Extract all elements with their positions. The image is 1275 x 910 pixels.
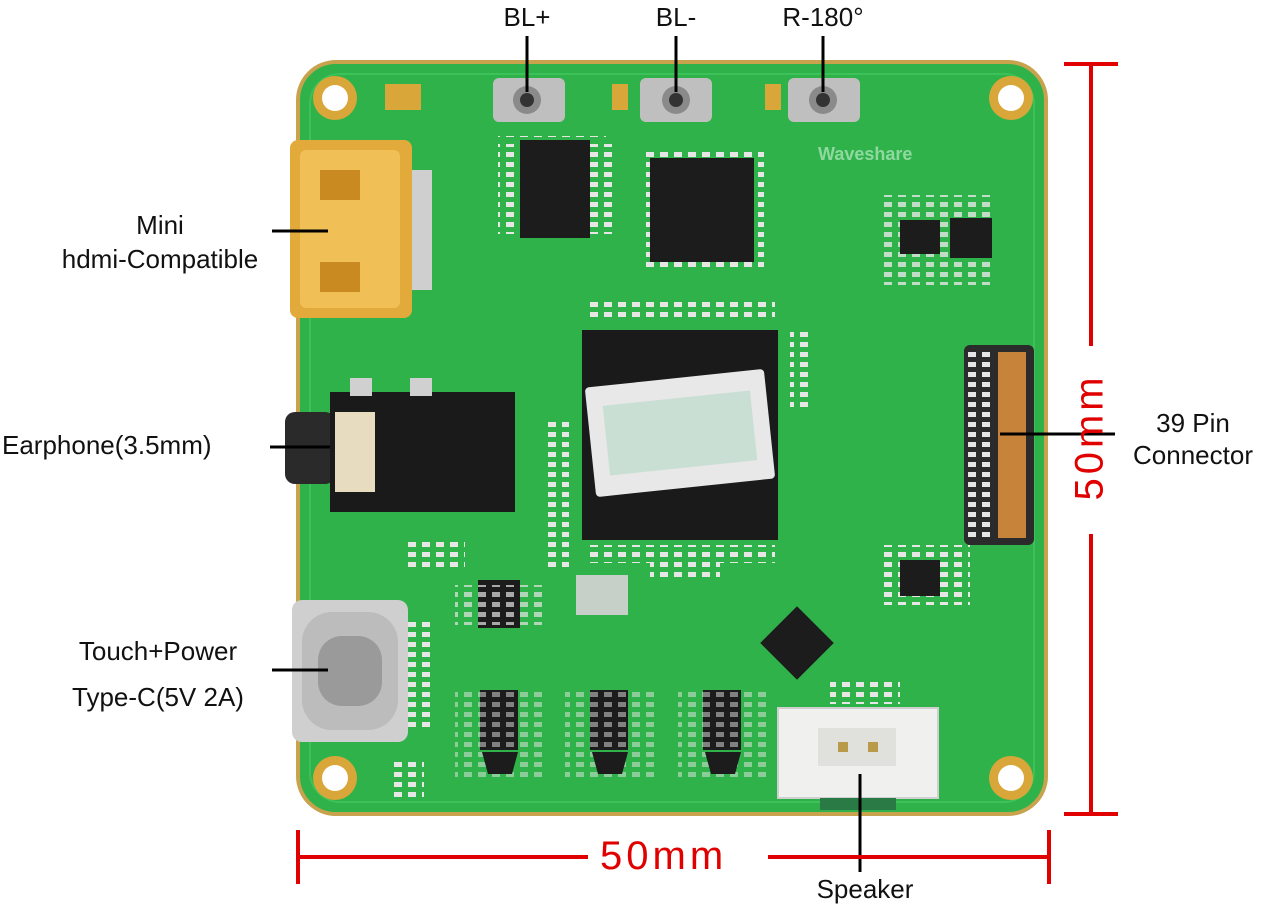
label-bl-minus: BL- <box>655 2 697 32</box>
main-soc <box>582 300 778 563</box>
label-mini-hdmi-line2: hdmi-Compatible <box>61 244 259 274</box>
mounting-holes <box>313 76 1033 800</box>
ic-top-center <box>640 148 764 272</box>
mini-hdmi-port <box>290 140 432 318</box>
dimension-width: 50mm <box>600 834 728 878</box>
usb-type-c-port <box>292 600 430 742</box>
button-bl-minus <box>640 78 712 122</box>
label-touch-power-line1: Touch+Power <box>78 636 238 666</box>
label-mini-hdmi-line1: Mini <box>136 210 184 240</box>
dimension-height: 50mm <box>1067 373 1112 501</box>
label-speaker: Speaker <box>816 874 914 904</box>
fpc-connector-39pin <box>964 345 1034 545</box>
leader-lines <box>270 36 1115 872</box>
label-touch-power-line2: Type-C(5V 2A) <box>72 682 244 712</box>
dimension-lines <box>296 62 1118 884</box>
button-bl-plus <box>493 78 565 122</box>
speaker-connector <box>777 707 939 810</box>
ic-top-left <box>498 136 612 238</box>
label-pin-connector-line2: Connector <box>1133 440 1253 470</box>
label-earphone: Earphone(3.5mm) <box>2 430 212 460</box>
label-pin-connector-line1: 39 Pin <box>1156 408 1230 438</box>
button-r180 <box>788 78 860 122</box>
label-bl-plus: BL+ <box>503 2 551 32</box>
label-r180: R-180° <box>782 2 864 32</box>
board-logo: Waveshare <box>818 144 912 164</box>
